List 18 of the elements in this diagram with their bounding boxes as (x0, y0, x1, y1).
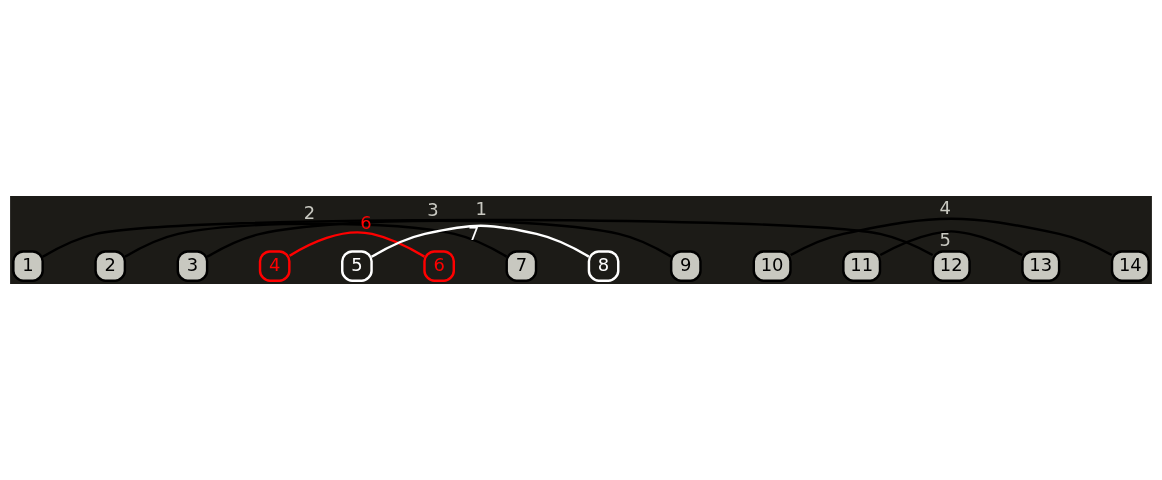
edge-label: 1 (475, 197, 487, 219)
connector (790, 217, 1113, 257)
connector (206, 219, 672, 258)
node-box: 11 (842, 250, 882, 282)
edge-label: 7 (468, 223, 480, 245)
node-box: 14 (1110, 250, 1150, 282)
edge-label: 2 (303, 201, 316, 223)
node-box: 12 (931, 250, 971, 282)
connector (124, 222, 508, 258)
edge-label: 4 (939, 196, 951, 218)
connector (879, 230, 1023, 257)
edge-label: 6 (360, 211, 372, 233)
node-box: 10 (752, 250, 792, 282)
edge-label: 5 (939, 228, 951, 250)
edge-label: 3 (427, 198, 439, 220)
connector (371, 224, 590, 258)
node-box: 13 (1021, 250, 1061, 282)
connector (288, 231, 425, 258)
